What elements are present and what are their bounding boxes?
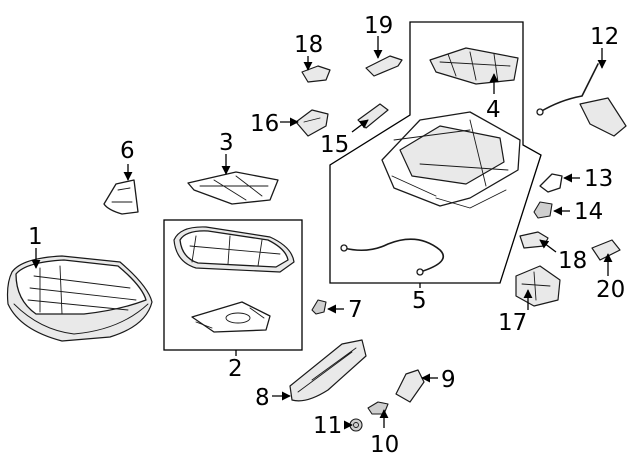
callout-15: 15: [320, 132, 349, 158]
callout-1: 1: [28, 224, 43, 250]
callout-17: 17: [498, 310, 527, 336]
part-20-bracket[interactable]: [591, 239, 621, 261]
part-9-knob-cover[interactable]: [395, 369, 425, 403]
callout-5: 5: [412, 288, 427, 314]
callout-2: 2: [228, 356, 243, 382]
part-2-seat-pan[interactable]: [173, 226, 295, 273]
callout-14: 14: [574, 199, 603, 225]
callout-12: 12: [590, 24, 619, 50]
part-12-cable[interactable]: [536, 63, 627, 137]
callout-6: 6: [120, 138, 135, 164]
part-18-cover-pad-top[interactable]: [301, 65, 331, 83]
callout-20: 20: [596, 277, 625, 303]
part-6-side-bracket[interactable]: [103, 179, 139, 215]
part-18-cover-pad-right[interactable]: [519, 231, 549, 249]
callout-18-top: 18: [294, 32, 323, 58]
callout-16: 16: [250, 111, 279, 137]
callout-10: 10: [370, 432, 399, 458]
part-13-bracket[interactable]: [539, 173, 563, 193]
callout-8: 8: [255, 385, 270, 411]
part-17-storage-tray[interactable]: [515, 265, 561, 307]
callout-13: 13: [584, 166, 613, 192]
part-5-wiring-harness[interactable]: [340, 238, 445, 276]
part-10-small-bracket[interactable]: [367, 401, 389, 415]
part-3-under-seat-panel[interactable]: [187, 171, 279, 205]
part-8-side-shield[interactable]: [289, 339, 367, 402]
part-2-trim-panel[interactable]: [191, 301, 271, 333]
part-19-bracket[interactable]: [365, 55, 403, 77]
callout-11: 11: [313, 413, 342, 439]
leader-lines: [31, 36, 613, 430]
callout-19: 19: [364, 13, 393, 39]
part-16-switch-module[interactable]: [295, 109, 329, 137]
part-4-seat-track-upper[interactable]: [429, 47, 519, 85]
part-7-clip[interactable]: [311, 299, 327, 315]
part-14-clip[interactable]: [533, 201, 553, 219]
part-5-seat-frame[interactable]: [381, 111, 521, 209]
callout-7: 7: [348, 297, 363, 323]
callout-18-right: 18: [558, 248, 587, 274]
callout-3: 3: [219, 130, 234, 156]
part-1-seat-cushion[interactable]: [6, 255, 153, 342]
callout-4: 4: [486, 97, 501, 123]
group-box-5: [329, 21, 542, 284]
group-box-2: [163, 219, 303, 351]
callout-9: 9: [441, 367, 456, 393]
